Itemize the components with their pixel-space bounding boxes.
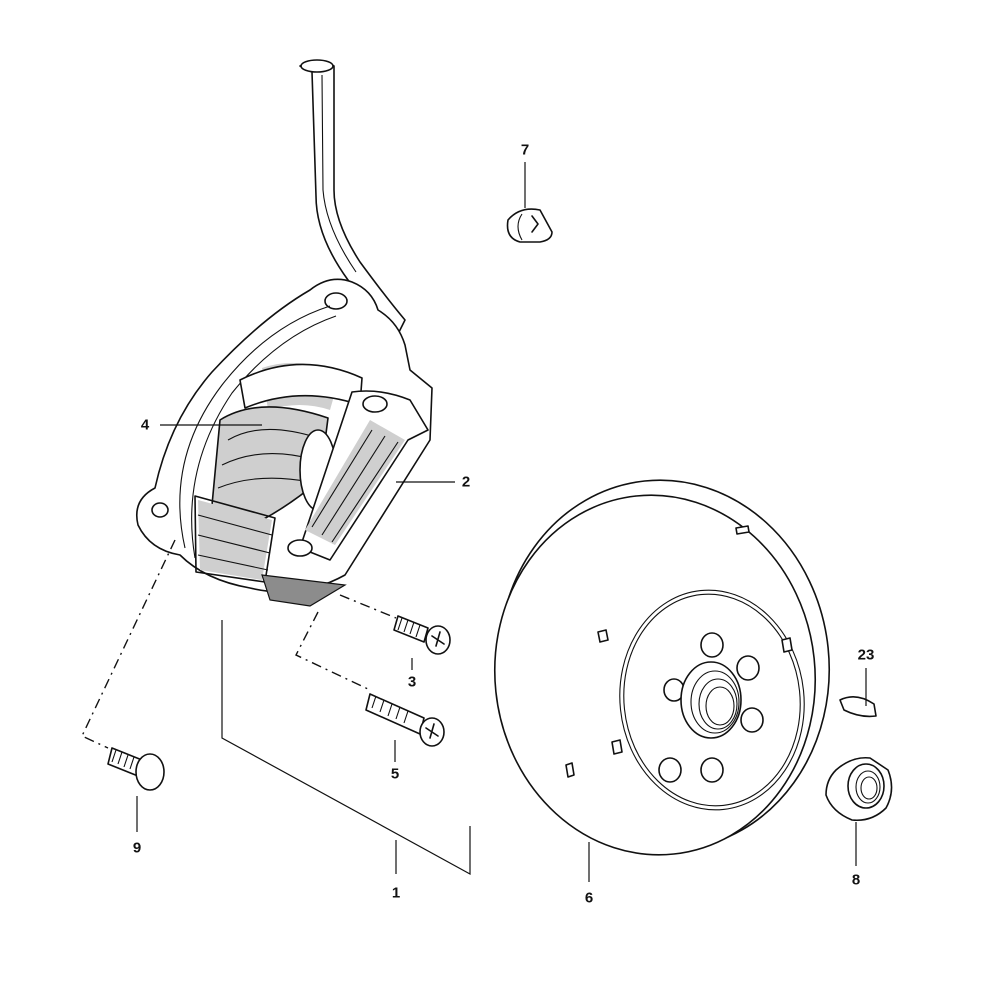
- screw-part-5: [365, 693, 445, 747]
- callout-2: 2: [461, 473, 471, 491]
- wire-harness: [299, 59, 406, 341]
- stator-assembly: [136, 278, 433, 607]
- callout-6: 6: [584, 889, 594, 907]
- leader-lines: [136, 162, 867, 882]
- callout-3: 3: [407, 673, 417, 691]
- callout-5: 5: [390, 765, 400, 783]
- callout-9: 9: [132, 839, 142, 857]
- woodruff-key-part-23: [839, 696, 877, 718]
- callout-7: 7: [520, 141, 530, 159]
- callout-1: 1: [391, 884, 401, 902]
- screw-part-3: [393, 615, 451, 655]
- callout-4: 4: [140, 416, 150, 434]
- screw-part-9: [107, 747, 165, 791]
- flywheel-rotor: [493, 479, 831, 856]
- callout-23: 23: [857, 646, 875, 664]
- nut-part-8: [825, 756, 893, 822]
- key-part-7: [506, 208, 553, 243]
- assembly-center-lines: [81, 539, 397, 749]
- callout-8: 8: [851, 871, 861, 889]
